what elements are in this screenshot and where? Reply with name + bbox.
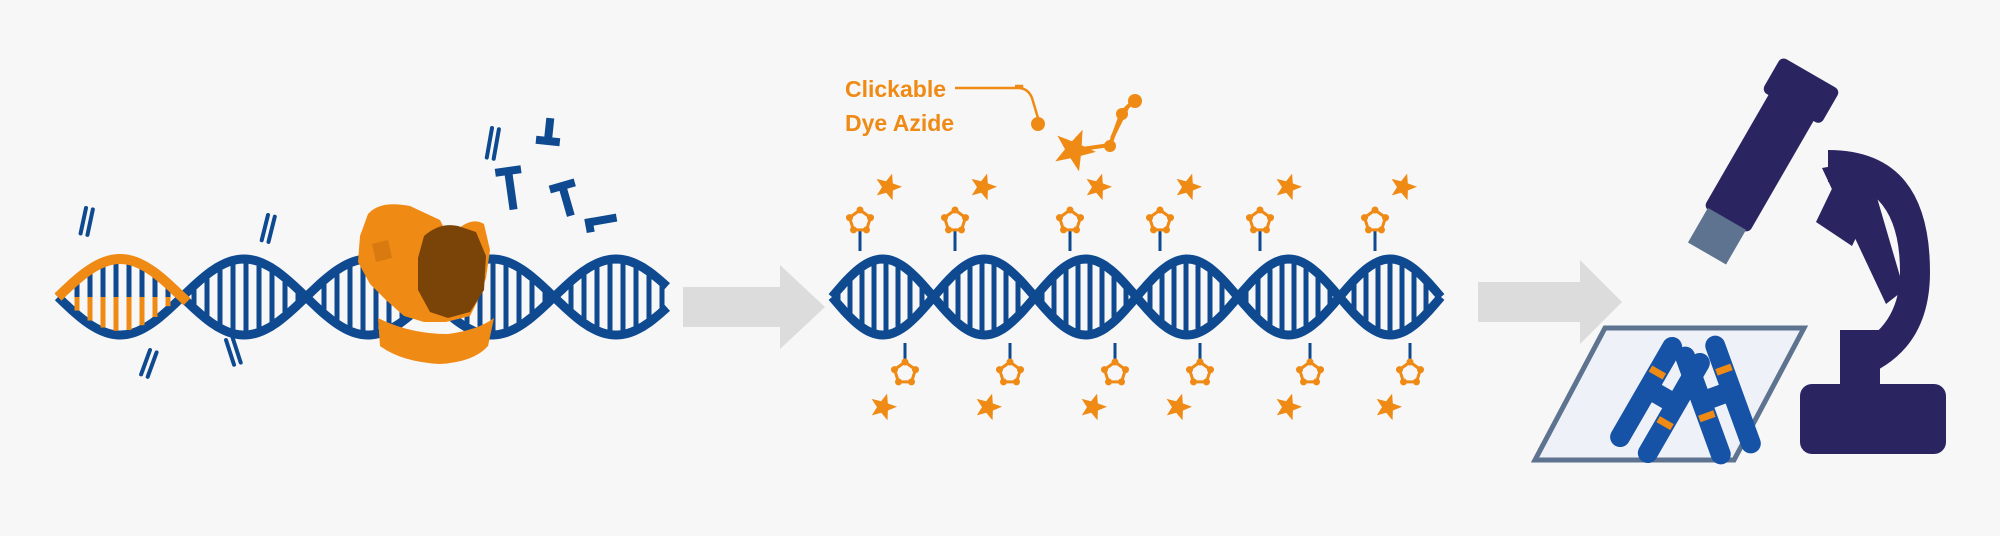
arrow-2 bbox=[1478, 260, 1622, 344]
dna-strand-lower-2 bbox=[828, 254, 1445, 340]
free-dye-azide-icon bbox=[955, 84, 1142, 172]
dye-labels bbox=[846, 173, 1424, 421]
edu-nucleotides bbox=[494, 117, 618, 233]
dye-label-line2: Dye Azide bbox=[845, 110, 955, 136]
panel-dna-replication bbox=[54, 117, 671, 379]
arrow-1 bbox=[683, 265, 825, 349]
microscope-icon bbox=[1687, 58, 1946, 454]
panel-imaging bbox=[1530, 58, 1946, 465]
panel-click-labeled-dna bbox=[828, 84, 1445, 421]
dye-label-line1: Clickable bbox=[845, 76, 946, 102]
dna-strand-upper-1 bbox=[54, 254, 671, 340]
nascent-edu-strand bbox=[54, 254, 191, 306]
polymerase-icon bbox=[358, 204, 494, 364]
free-nucleotides-blue bbox=[78, 126, 501, 379]
dye-azide-label: Clickable Dye Azide bbox=[845, 72, 954, 140]
nascent-base-pairs bbox=[74, 297, 171, 331]
dna-base-pairs-1 bbox=[74, 263, 665, 331]
chromosome-icon bbox=[1610, 335, 1761, 465]
